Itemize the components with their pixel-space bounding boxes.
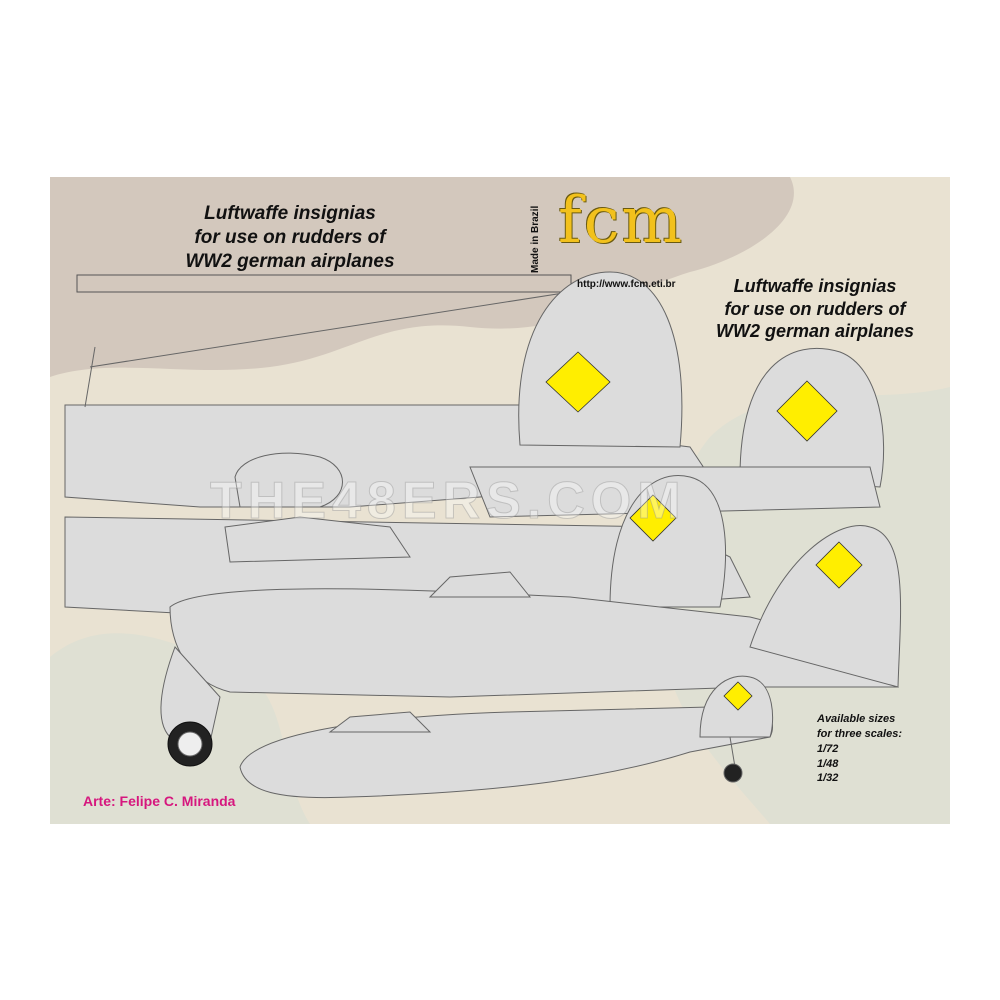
rudder-insignia-diamond-1: [545, 351, 611, 413]
title-right: Luftwaffe insignias for use on rudders o…: [690, 275, 940, 343]
available-sizes: Available sizes for three scales: 1/72 1…: [817, 712, 902, 786]
watermark: THE48ERS.COM: [210, 472, 687, 531]
rudder-insignia-diamond-3: [629, 494, 677, 542]
brand-logo: fcm: [558, 184, 685, 258]
rudder-insignia-diamond-4: [815, 541, 863, 589]
title-left: Luftwaffe insignias for use on rudders o…: [150, 202, 430, 273]
camo-brown-blotch: [50, 177, 794, 377]
leader-line: [89, 291, 571, 368]
sizes-scale-32: 1/32: [817, 772, 839, 785]
sizes-line-2: for three scales:: [817, 727, 902, 740]
sizes-scale-72: 1/72: [817, 742, 839, 755]
title-right-line-1: Luftwaffe insignias: [733, 276, 897, 296]
rudder-insignia-diamond-2: [776, 380, 838, 442]
title-left-line-1: Luftwaffe insignias: [204, 203, 376, 224]
sizes-scale-48: 1/48: [817, 757, 839, 770]
brand-url: http://www.fcm.eti.br: [577, 279, 676, 290]
title-left-line-2: for use on rudders of: [194, 226, 386, 248]
rudder-insignia-diamonds: [545, 351, 863, 711]
title-right-line-2: for use on rudders of: [724, 298, 906, 319]
rudder-insignia-diamond-5: [723, 681, 753, 711]
camouflage-and-aircraft-art: [50, 177, 950, 824]
aircraft-lower: [160, 525, 902, 767]
artist-credit: Arte: Felipe C. Miranda: [83, 793, 236, 809]
made-in-text: Made in Brazil: [530, 205, 541, 273]
title-right-line-3: WW2 german airplanes: [715, 321, 915, 341]
title-left-line-3: WW2 german airplanes: [185, 250, 395, 272]
decal-sheet-card: Luftwaffe insignias for use on rudders o…: [50, 177, 950, 824]
sizes-line-1: Available sizes: [817, 713, 896, 725]
